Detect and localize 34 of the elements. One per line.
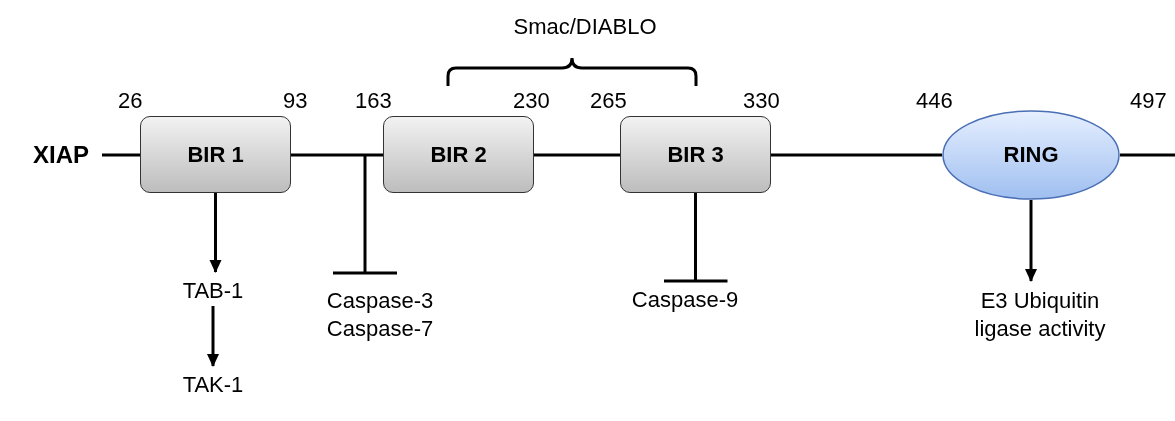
arrow [207, 306, 219, 367]
domain-box [620, 116, 771, 193]
connector-line [102, 153, 140, 157]
protein-label: TAB-1 [182, 277, 244, 305]
protein-label: Caspase-3 [326, 287, 434, 315]
domain-label: RING [1003, 141, 1059, 169]
residue-number: 265 [590, 88, 627, 114]
connector-line [1120, 153, 1175, 157]
arrow [1025, 200, 1037, 282]
domain-label: BIR 3 [667, 140, 724, 169]
residue-number: 93 [283, 88, 308, 114]
residue-number: 330 [743, 88, 780, 114]
connector-line [534, 153, 620, 157]
residue-number: 26 [118, 88, 143, 114]
connector-line [291, 153, 383, 157]
connector-line [771, 153, 942, 157]
residue-number: 163 [355, 88, 392, 114]
residue-number: 446 [916, 88, 953, 114]
domain-label: BIR 2 [430, 140, 487, 169]
protein-label: XIAP [33, 141, 89, 169]
residue-number: 230 [513, 88, 550, 114]
inhibition-line [662, 193, 729, 283]
domain-ellipse [942, 110, 1120, 200]
domain-box [140, 116, 291, 193]
binding-label: Smac/DIABLO [513, 14, 657, 40]
protein-label: E3 Ubiquitin ligase activity [973, 287, 1107, 343]
inhibition-line [331, 155, 399, 275]
arrow [209, 193, 222, 273]
protein-label: Caspase-7 [326, 315, 434, 343]
protein-label: Caspase-9 [631, 286, 739, 314]
domain-box [383, 116, 534, 193]
domain-label: BIR 1 [187, 140, 244, 169]
residue-number: 497 [1130, 88, 1167, 114]
protein-label: TAK-1 [182, 371, 244, 399]
